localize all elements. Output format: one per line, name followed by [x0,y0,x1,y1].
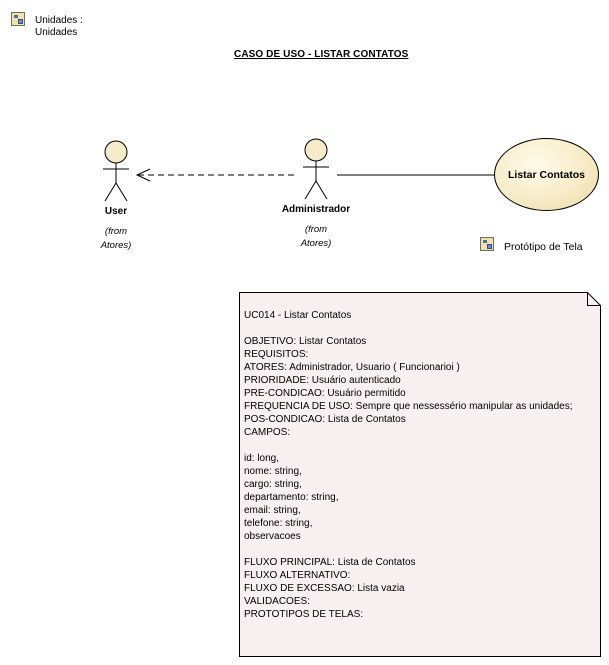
note-line: POS-CONDICAO: Lista de Contatos [244,414,406,425]
note-line [244,543,596,556]
note-line: CAMPOS: [244,427,291,438]
package-label-line2: Unidades [35,27,78,38]
actor-administrador-from: (from Atores) [276,223,356,251]
note-line: cargo: string, [244,479,302,490]
note-line [244,439,596,452]
package-label-line1: Unidades : [35,15,83,26]
note-line: OBJETIVO: Listar Contatos [244,336,367,347]
note-line: FLUXO DE EXCESSAO: Lista vazia [244,583,405,594]
package-label: Unidades : Unidades [35,15,83,39]
dependency-arrowhead [135,168,151,182]
actor-administrador-from-line2: Atores) [300,238,332,249]
prototype-label[interactable]: Protótipo de Tela [504,241,583,253]
note-line: id: long, [244,453,280,464]
note-line [244,322,596,335]
use-case-label: Listar Contatos [507,168,585,181]
note-line: PRE-CONDICAO: Usuário permitido [244,388,406,399]
actor-user-from-line1: (from [104,226,128,237]
note-line: FREQUENCIA DE USO: Sempre que nessesséri… [244,401,573,412]
actor-user-figure[interactable] [100,138,134,206]
note-line: ATORES: Administrador, Usuario ( Funcion… [244,362,460,373]
note-line: VALIDACOES: [244,596,310,607]
actor-user-from: (from Atores) [76,225,156,253]
note-line: PROTOTIPOS DE TELAS: [244,609,364,620]
actor-administrador-from-line1: (from [304,224,328,235]
note-line: FLUXO ALTERNATIVO: [244,570,351,581]
actor-user-from-line2: Atores) [100,240,132,251]
note-line: PRIORIDADE: Usuário autenticado [244,375,401,386]
note-line: nome: string, [244,466,302,477]
package-icon [11,12,25,26]
actor-administrador-name: Administrador [281,204,351,215]
diagram-title: CASO DE USO - LISTAR CONTATOS [234,49,409,60]
note-line: FLUXO PRINCIPAL: Lista de Contatos [244,557,416,568]
prototype-icon [480,237,494,251]
note-line: REQUISITOS: [244,349,309,360]
note-line: departamento: string, [244,492,339,503]
use-case-listar-contatos[interactable]: Listar Contatos [494,138,599,211]
note-line: observacoes [244,531,301,542]
note-line: UC014 - Listar Contatos [244,310,352,321]
note-line: email: string, [244,505,301,516]
actor-administrador-figure[interactable] [300,136,334,204]
note-shape [239,292,601,657]
note-line: telefone: string, [244,518,313,529]
actor-user-name: User [104,206,128,217]
